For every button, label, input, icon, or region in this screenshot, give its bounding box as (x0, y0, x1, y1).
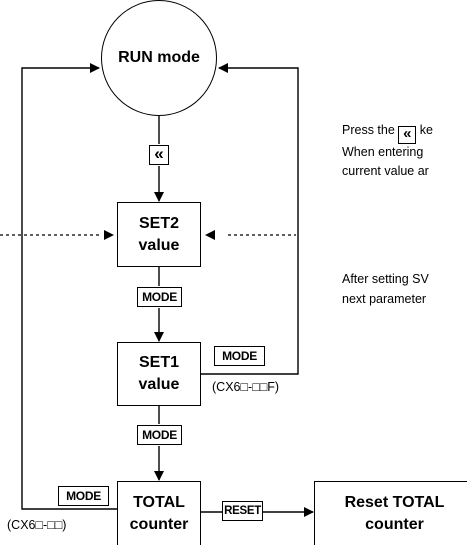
set2-node: SET2 value (117, 202, 201, 267)
note-1-line-1: Press the « ke (342, 121, 433, 144)
total-model-label: (CX6□-□□) (7, 518, 67, 532)
note-2-line-1: After setting SV (342, 272, 429, 286)
set1-model-label: (CX6□-□□F) (212, 380, 280, 394)
mode-key-2: MODE (137, 425, 182, 445)
left-key-icon: « (149, 145, 169, 165)
note-1-suffix: ke (419, 123, 433, 137)
note-1-line-2: When entering (342, 145, 424, 159)
total-counter-node: TOTAL counter (117, 481, 201, 545)
mode-key-1: MODE (137, 287, 182, 307)
run-mode-label: RUN mode (118, 49, 200, 66)
left-key-glyph: « (154, 144, 164, 163)
reset-key: RESET (222, 501, 263, 521)
mode-key-right: MODE (214, 346, 265, 366)
set1-node: SET1 value (117, 342, 201, 406)
run-mode-node: RUN mode (101, 0, 217, 116)
left-key-inline-icon: « (398, 126, 417, 144)
note-1-line-3: current value ar (342, 164, 429, 178)
mode-key-left: MODE (58, 486, 109, 506)
note-1-prefix: Press the (342, 123, 395, 137)
note-2-line-2: next parameter (342, 292, 427, 306)
reset-total-node: Reset TOTAL counter (314, 481, 467, 545)
